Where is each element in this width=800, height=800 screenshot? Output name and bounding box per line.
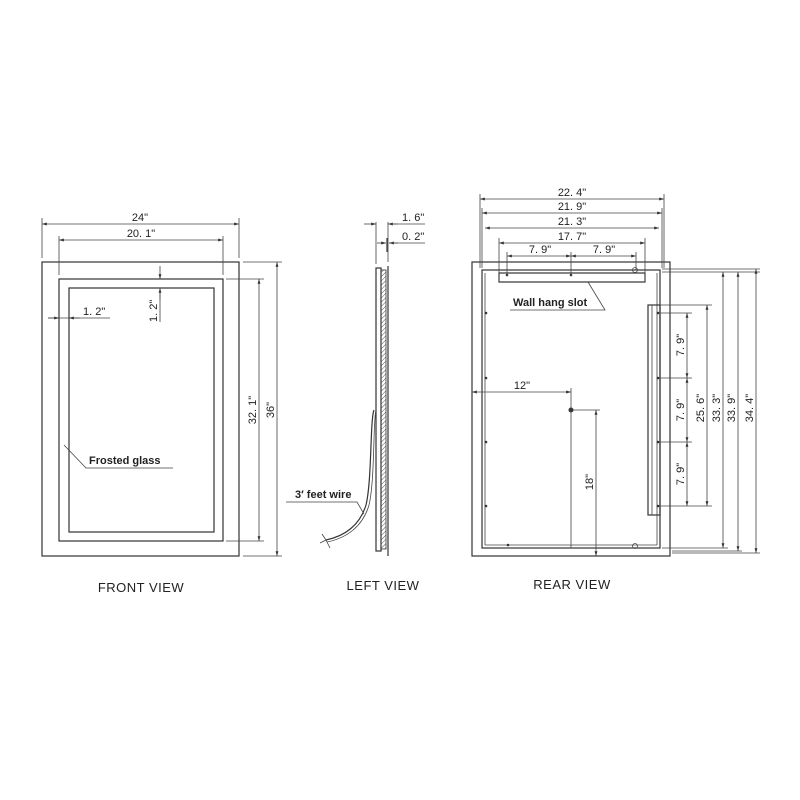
left-view: 1. 6" 0. 2" 3′ feet wire LEFT VIEW: [286, 212, 425, 593]
dim-h4: 34. 4": [744, 394, 756, 422]
dim-height-outer: 36": [265, 402, 277, 418]
power-wire: [325, 409, 375, 541]
dim-width-outer: 24": [132, 212, 148, 224]
mirror-body-hatched: [380, 269, 387, 550]
dim-rear-w2: 21. 9": [558, 201, 586, 213]
rear-view-title: REAR VIEW: [533, 577, 611, 592]
rear-view: 22. 4" 21. 9" 21. 3" 17. 7" 7. 9" 7. 9" …: [471, 187, 760, 592]
dim-depth-glass: 0. 2": [402, 231, 424, 243]
mirror-outer-edge: [41, 261, 240, 557]
frame-profile: [375, 267, 382, 552]
dim-slot-seg2: 7. 9": [593, 244, 615, 256]
side-bracket: [647, 304, 661, 516]
dim-h1: 25. 6": [695, 394, 707, 422]
dim-depth-total: 1. 6": [402, 212, 424, 224]
dim-slot-length: 17. 7": [558, 231, 586, 243]
front-view-title: FRONT VIEW: [98, 580, 185, 595]
left-view-title: LEFT VIEW: [347, 578, 420, 593]
frosted-border: [58, 278, 224, 542]
callout-frosted-glass: Frosted glass: [89, 455, 161, 467]
dim-border-vertical: 1. 2": [148, 300, 160, 322]
callout-wall-hang-slot: Wall hang slot: [513, 297, 587, 309]
dim-rear-w3: 21. 3": [558, 216, 586, 228]
callout-wire: 3′ feet wire: [295, 489, 351, 501]
dim-rod-height: 18": [584, 474, 596, 490]
dim-height-inner: 32. 1": [247, 396, 259, 424]
dim-width-inner: 20. 1": [127, 228, 155, 240]
mirror-glass: [68, 287, 215, 533]
dim-center-offset: 12": [514, 380, 530, 392]
dim-vseg2: 7. 9": [675, 399, 687, 421]
mount-hole: [632, 267, 638, 273]
dim-vseg3: 7. 9": [675, 463, 687, 485]
dim-slot-seg1: 7. 9": [529, 244, 551, 256]
front-view: 24" 20. 1" 1. 2" 1. 2" 32. 1" 36" Froste…: [41, 212, 282, 595]
dim-h2: 33. 3": [711, 394, 723, 422]
dim-h3: 33. 9": [726, 394, 738, 422]
dim-border-horizontal: 1. 2": [83, 306, 105, 318]
dim-rear-w1: 22. 4": [558, 187, 586, 199]
dim-vseg1: 7. 9": [675, 334, 687, 356]
